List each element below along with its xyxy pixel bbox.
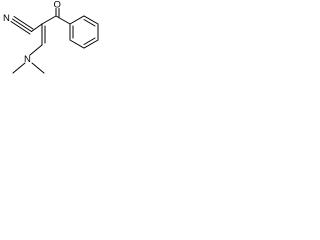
n-methyl-bond-2 (31, 62, 45, 74)
amine-n-label: N (24, 54, 31, 65)
cn-to-alpha-bond (31, 23, 43, 32)
structure-canvas: N O N (0, 0, 110, 87)
carbonyl-group: O (54, 0, 61, 18)
triple-bond-line-2 (12, 18, 32, 32)
molecule-drawing: N O N (3, 0, 99, 74)
alpha-to-carbonyl-bond (41, 15, 57, 25)
nitrile-n-label: N (3, 13, 10, 24)
carbonyl-o-label: O (54, 0, 61, 11)
phenyl-hexagon (69, 15, 99, 49)
phenyl-ring (69, 15, 99, 49)
phenyl-inner-bond-2 (83, 37, 96, 45)
n-methyl-bond-1 (12, 62, 26, 74)
vinyl-to-amine-bond (29, 44, 43, 56)
dimethylamino-group: N (12, 54, 45, 74)
vinyl-double-bond (41, 23, 46, 46)
nitrile-group: N (3, 13, 43, 35)
triple-bond-line-3 (10, 21, 31, 35)
phenyl-inner-bond-1 (83, 19, 96, 27)
carbonyl-to-phenyl-bond (55, 15, 71, 25)
triple-bond-line-1 (13, 16, 34, 30)
